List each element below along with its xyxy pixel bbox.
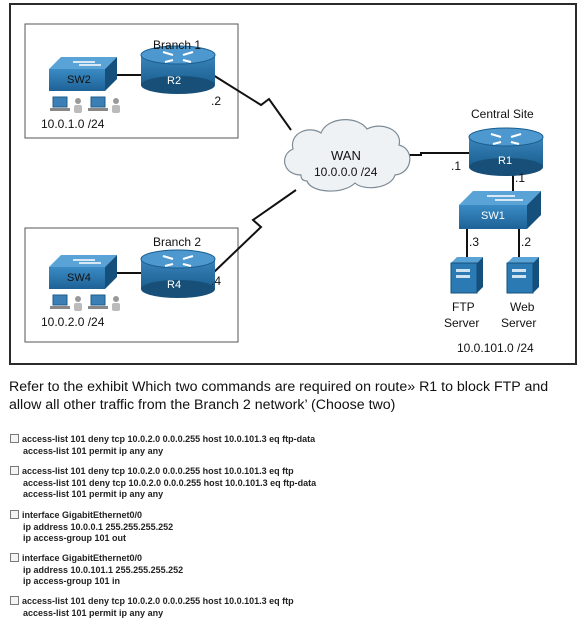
central-site-title: Central Site (471, 107, 534, 121)
answer-option-4[interactable]: interface GigabitEthernet0/0 ip address … (10, 553, 183, 588)
r4-label: R4 (167, 279, 182, 291)
sw1-label: SW1 (481, 210, 505, 222)
wan-title: WAN (331, 148, 361, 163)
web-server-label-2: Server (501, 316, 537, 330)
web-server-icon (506, 257, 539, 294)
answer-option-5[interactable]: access-list 101 deny tcp 10.0.2.0 0.0.0.… (10, 596, 294, 619)
option-4-line-3: ip access-group 101 in (23, 576, 121, 586)
r2-port-label: .2 (211, 94, 222, 108)
option-1-line-2: access-list 101 permit ip any any (23, 445, 164, 456)
option-checkbox-3[interactable] (10, 510, 19, 520)
r4-port-label: .4 (211, 274, 222, 288)
pc-icons-branch1 (50, 96, 120, 113)
question-text: Refer to the exhibit Which two commands … (9, 379, 549, 413)
option-2-line-2: access-list 101 deny tcp 10.0.2.0 0.0.0.… (23, 477, 317, 488)
branch2-network: 10.0.2.0 /24 (41, 315, 105, 329)
option-3-line-1: interface GigabitEthernet0/0 (22, 510, 143, 520)
web-port-label: .2 (521, 235, 532, 249)
option-3-line-2: ip address 10.0.0.1 255.255.255.252 (23, 521, 174, 532)
branch2-box (24, 227, 239, 343)
serial-link-r4 (212, 189, 297, 274)
r1-lan-port-label: .1 (515, 171, 526, 185)
option-3-line-3: ip access-group 101 out (23, 533, 127, 543)
option-checkbox-1[interactable] (10, 434, 19, 444)
pc-icons-branch2 (50, 294, 120, 311)
switch-sw1-icon (459, 191, 541, 229)
option-checkbox-2[interactable] (10, 466, 19, 476)
ftp-port-label: .3 (469, 235, 480, 249)
switch-sw4-icon (49, 255, 117, 289)
r1-wan-port-label: .1 (451, 159, 462, 173)
sw2-label: SW2 (67, 74, 91, 86)
router-r2-icon (140, 45, 216, 94)
web-server-label-1: Web (510, 300, 535, 314)
branch1-title: Branch 1 (153, 38, 202, 52)
option-5-line-2: access-list 101 permit ip any any (23, 607, 164, 618)
r2-label: R2 (167, 75, 182, 87)
serial-link-r2 (212, 74, 292, 131)
branch1-network: 10.0.1.0 /24 (41, 117, 105, 131)
wan-network: 10.0.0.0 /24 (314, 165, 378, 179)
option-1-line-1: access-list 101 deny tcp 10.0.2.0 0.0.0.… (22, 434, 316, 444)
ftp-server-label-1: FTP (452, 300, 475, 314)
option-checkbox-4[interactable] (10, 553, 19, 563)
answer-option-3[interactable]: interface GigabitEthernet0/0 ip address … (10, 510, 173, 545)
option-4-line-2: ip address 10.0.101.1 255.255.255.252 (23, 564, 184, 575)
wan-cloud (284, 119, 411, 192)
topology-drawing (24, 23, 544, 343)
r1-label: R1 (498, 155, 513, 167)
sw4-label: SW4 (67, 272, 91, 284)
central-network: 10.0.101.0 /24 (457, 341, 534, 355)
option-2-line-3: access-list 101 permit ip any any (23, 489, 164, 499)
branch2-title: Branch 2 (153, 235, 202, 249)
option-2-line-1: access-list 101 deny tcp 10.0.2.0 0.0.0.… (22, 466, 294, 476)
option-checkbox-5[interactable] (10, 596, 19, 606)
ftp-server-icon (450, 257, 483, 294)
option-4-line-1: interface GigabitEthernet0/0 (22, 553, 143, 563)
option-5-line-1: access-list 101 deny tcp 10.0.2.0 0.0.0.… (22, 596, 294, 606)
branch1-box (24, 23, 239, 139)
answer-option-2[interactable]: access-list 101 deny tcp 10.0.2.0 0.0.0.… (10, 466, 316, 501)
switch-sw2-icon (49, 57, 117, 91)
router-r1-icon (468, 127, 544, 176)
answer-option-1[interactable]: access-list 101 deny tcp 10.0.2.0 0.0.0.… (10, 434, 315, 457)
router-r4-icon (140, 249, 216, 298)
ftp-server-label-2: Server (444, 316, 480, 330)
network-exhibit: Branch 1 Branch 2 SW2 R2 SW4 R4 10.0.1.0… (9, 3, 577, 365)
